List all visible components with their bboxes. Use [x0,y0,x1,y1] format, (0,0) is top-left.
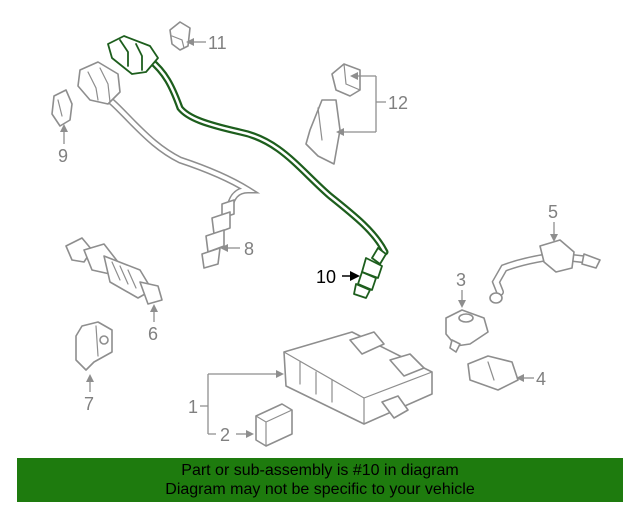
callout-3[interactable]: 3 [456,270,466,290]
part-notice-banner: Part or sub-assembly is #10 in diagram D… [17,458,623,502]
callout-5[interactable]: 5 [548,202,558,222]
callout-labels: 11 12 9 8 10 5 3 4 6 7 1 2 [58,33,558,445]
callout-4[interactable]: 4 [536,369,546,389]
part-9-clip[interactable] [51,89,73,127]
callout-9[interactable]: 9 [58,146,68,166]
callout-10[interactable]: 10 [316,267,336,287]
banner-line-disclaimer: Diagram may not be specific to your vehi… [165,481,475,498]
part-7-sensor[interactable] [75,321,113,371]
part-5-hose-assembly[interactable] [489,239,601,304]
callout-2[interactable]: 2 [220,425,230,445]
part-11-clip[interactable] [169,21,191,51]
callout-leaders [60,38,558,438]
part-1-canister[interactable] [283,331,433,425]
callout-11[interactable]: 11 [208,33,227,53]
part-6-sensor[interactable] [65,237,163,305]
callout-1[interactable]: 1 [188,397,198,417]
callout-12[interactable]: 12 [388,93,408,113]
part-8-oxygen-sensor[interactable] [77,61,261,269]
part-2-filter[interactable] [255,403,293,447]
banner-line-part: Part or sub-assembly is #10 in diagram [181,462,459,479]
part-3-valve[interactable] [445,309,489,353]
part-12-bracket[interactable] [305,63,361,165]
callout-6[interactable]: 6 [148,324,158,344]
callout-7[interactable]: 7 [84,394,94,414]
part-4-bracket[interactable] [467,355,519,391]
callout-8[interactable]: 8 [244,239,254,259]
part-10-oxygen-sensor[interactable] [107,35,389,299]
